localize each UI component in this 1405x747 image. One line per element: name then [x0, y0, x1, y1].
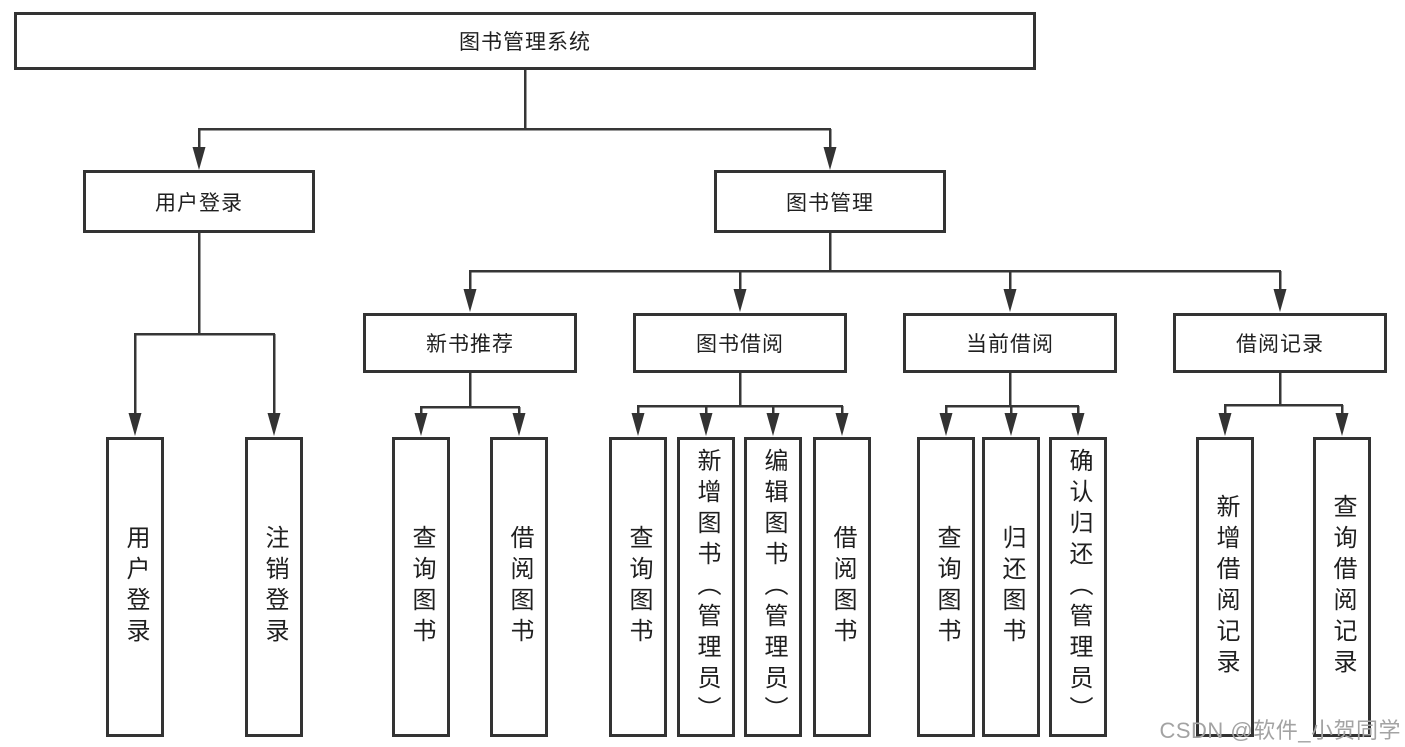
- arrow-down-icon: [1003, 289, 1017, 312]
- node-borrowing-records: 借阅记录: [1173, 313, 1387, 373]
- node-book-borrowing: 图书借阅: [633, 313, 847, 373]
- arrow-down-icon: [733, 289, 747, 312]
- leaf-logout: 注销登录: [245, 437, 303, 737]
- csdn-watermark: CSDN @软件_小贺同学: [1159, 718, 1401, 743]
- leaf-br-query-record: 查询借阅记录: [1313, 437, 1371, 737]
- arrowheads: [128, 147, 1349, 436]
- node-new-book-recommend: 新书推荐: [363, 313, 577, 373]
- leaf-bb-add-book-admin: 新增图书（管理员）: [677, 437, 735, 737]
- leaf-nb-query-books: 查询图书: [392, 437, 450, 737]
- arrow-down-icon: [1004, 413, 1018, 436]
- arrow-down-icon: [699, 413, 713, 436]
- leaf-br-add-record: 新增借阅记录: [1196, 437, 1254, 737]
- node-root-system: 图书管理系统: [14, 12, 1036, 70]
- arrow-down-icon: [192, 147, 206, 170]
- leaf-bb-edit-book-admin: 编辑图书（管理员）: [744, 437, 802, 737]
- leaf-bb-borrow-books: 借阅图书: [813, 437, 871, 737]
- arrow-down-icon: [128, 413, 142, 436]
- node-book-management: 图书管理: [714, 170, 946, 233]
- arrow-down-icon: [631, 413, 645, 436]
- arrow-down-icon: [414, 413, 428, 436]
- leaf-cb-confirm-return-admin: 确认归还（管理员）: [1049, 437, 1107, 737]
- arrow-down-icon: [1335, 413, 1349, 436]
- node-current-borrowing: 当前借阅: [903, 313, 1117, 373]
- leaf-cb-return-books: 归还图书: [982, 437, 1040, 737]
- leaf-cb-query-books: 查询图书: [917, 437, 975, 737]
- arrow-down-icon: [1273, 289, 1287, 312]
- arrow-down-icon: [1071, 413, 1085, 436]
- leaf-nb-borrow-books: 借阅图书: [490, 437, 548, 737]
- arrow-down-icon: [766, 413, 780, 436]
- arrow-down-icon: [1218, 413, 1232, 436]
- arrow-down-icon: [267, 413, 281, 436]
- node-user-login: 用户登录: [83, 170, 315, 233]
- arrow-down-icon: [835, 413, 849, 436]
- arrow-down-icon: [512, 413, 526, 436]
- leaf-user-login: 用户登录: [106, 437, 164, 737]
- arrow-down-icon: [823, 147, 837, 170]
- arrow-down-icon: [463, 289, 477, 312]
- leaf-bb-query-books: 查询图书: [609, 437, 667, 737]
- arrow-down-icon: [939, 413, 953, 436]
